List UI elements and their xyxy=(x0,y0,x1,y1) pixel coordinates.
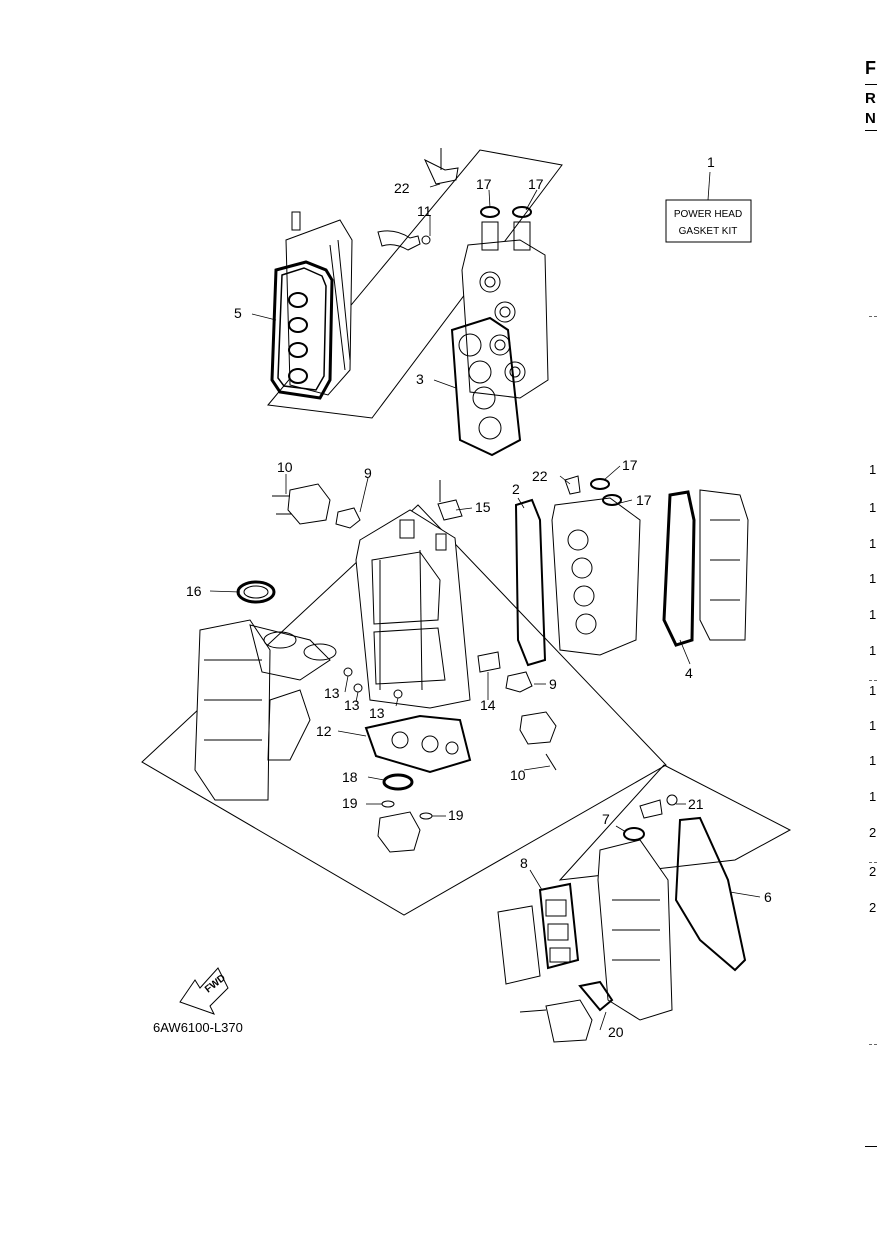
exhaust-manifold xyxy=(597,839,673,1021)
callout-19a: 19 xyxy=(342,795,358,811)
edge-number: 1 xyxy=(869,753,877,768)
kit-label-line2: GASKET KIT xyxy=(679,226,738,237)
callout-18: 18 xyxy=(342,769,358,785)
callout-21: 21 xyxy=(688,796,704,812)
edge-number: 1 xyxy=(869,718,877,733)
callout-17d: 17 xyxy=(636,492,652,508)
plate-14 xyxy=(477,651,501,673)
cover-plate xyxy=(497,905,541,985)
starter-part xyxy=(545,999,593,1043)
callout-13b: 13 xyxy=(344,697,360,713)
callout-14: 14 xyxy=(480,697,496,713)
edge-tick-3 xyxy=(869,862,877,863)
kit-label-line1: POWER HEAD xyxy=(674,209,742,220)
rocker-cover-lower xyxy=(662,489,749,647)
o-ring-13a xyxy=(343,667,353,677)
gasket-9-left xyxy=(335,507,361,529)
rocker-cover-upper xyxy=(270,211,353,400)
thermostat-housing-left xyxy=(287,483,331,525)
edge-number: 1 xyxy=(869,643,877,658)
edge-number: 1 xyxy=(869,571,877,586)
edge-rule-1 xyxy=(865,84,877,85)
callout-22b: 22 xyxy=(532,468,548,484)
gasket-6 xyxy=(674,816,747,972)
edge-number: 2 xyxy=(869,825,877,840)
thermostat-housing-right xyxy=(519,711,557,745)
callout-19b: 19 xyxy=(448,807,464,823)
hose-11 xyxy=(377,230,421,251)
callout-12: 12 xyxy=(316,723,332,739)
callout-3: 3 xyxy=(416,371,424,387)
leader-lines xyxy=(209,171,761,1031)
edge-number: 1 xyxy=(869,607,877,622)
edge-header-n: N xyxy=(865,110,876,127)
callout-4: 4 xyxy=(685,665,693,681)
edge-number: 1 xyxy=(869,789,877,804)
cylinder-head-upper xyxy=(461,206,549,399)
gasket-12 xyxy=(364,714,472,774)
crankcase xyxy=(194,619,337,801)
upper-head-boundary xyxy=(267,149,563,419)
sensor-22-upper xyxy=(423,158,459,185)
fwd-arrow-icon xyxy=(179,967,229,1015)
gasket-8 xyxy=(538,882,580,970)
edge-number: 2 xyxy=(869,864,877,879)
callout-22a: 22 xyxy=(394,180,410,196)
o-ring-19a xyxy=(381,800,395,808)
callout-2: 2 xyxy=(512,481,520,497)
callout-17b: 17 xyxy=(528,176,544,192)
edge-tick-2 xyxy=(869,680,877,681)
callout-10-left: 10 xyxy=(277,459,293,475)
oil-seal-16 xyxy=(236,580,276,604)
callout-5: 5 xyxy=(234,305,242,321)
callout-9-left: 9 xyxy=(364,465,372,481)
cylinder-block xyxy=(355,509,471,709)
edge-header-f: F xyxy=(865,58,876,78)
bracket-15 xyxy=(437,499,463,521)
edge-number: 1 xyxy=(869,462,877,477)
head-gasket-upper xyxy=(450,316,522,457)
callout-13c: 13 xyxy=(369,705,385,721)
callout-10-right: 10 xyxy=(510,767,526,783)
gasket-7 xyxy=(623,827,645,841)
gasket-kit-box xyxy=(665,199,752,243)
seal-housing xyxy=(377,811,421,853)
callout-17c: 17 xyxy=(622,457,638,473)
exhaust-boundary xyxy=(558,764,792,881)
o-ring-19b xyxy=(419,812,433,820)
callout-13a: 13 xyxy=(324,685,340,701)
callout-20: 20 xyxy=(608,1024,624,1040)
callout-6: 6 xyxy=(764,889,772,905)
callout-8: 8 xyxy=(520,855,528,871)
edge-number: 1 xyxy=(869,683,877,698)
edge-rule-2 xyxy=(865,130,877,131)
callout-15: 15 xyxy=(475,499,491,515)
head-gasket-2 xyxy=(514,498,547,667)
callout-1: 1 xyxy=(707,154,715,170)
callout-9-right: 9 xyxy=(549,676,557,692)
edge-number: 1 xyxy=(869,536,877,551)
o-ring-21 xyxy=(666,794,678,806)
figure-id: 6AW6100-L370 xyxy=(153,1020,243,1035)
gasket-20 xyxy=(578,980,614,1012)
oil-seal-18 xyxy=(382,773,414,791)
o-ring-13b xyxy=(353,683,363,693)
callout-7: 7 xyxy=(602,811,610,827)
edge-tick-4 xyxy=(869,1044,877,1045)
edge-number: 2 xyxy=(869,900,877,915)
cylinder-head-lower xyxy=(551,475,641,656)
edge-header-r: R xyxy=(865,90,876,107)
block-boundary xyxy=(141,504,667,916)
edge-tick-1 xyxy=(869,316,877,317)
callout-16: 16 xyxy=(186,583,202,599)
gasket-9-right xyxy=(505,671,533,693)
edge-rule-3 xyxy=(865,1146,877,1147)
callout-labels: 1 2 3 4 5 6 7 8 9 9 10 10 11 12 13 13 13… xyxy=(186,154,772,1040)
callout-17a: 17 xyxy=(476,176,492,192)
callout-11: 11 xyxy=(417,203,432,219)
edge-number: 1 xyxy=(869,500,877,515)
